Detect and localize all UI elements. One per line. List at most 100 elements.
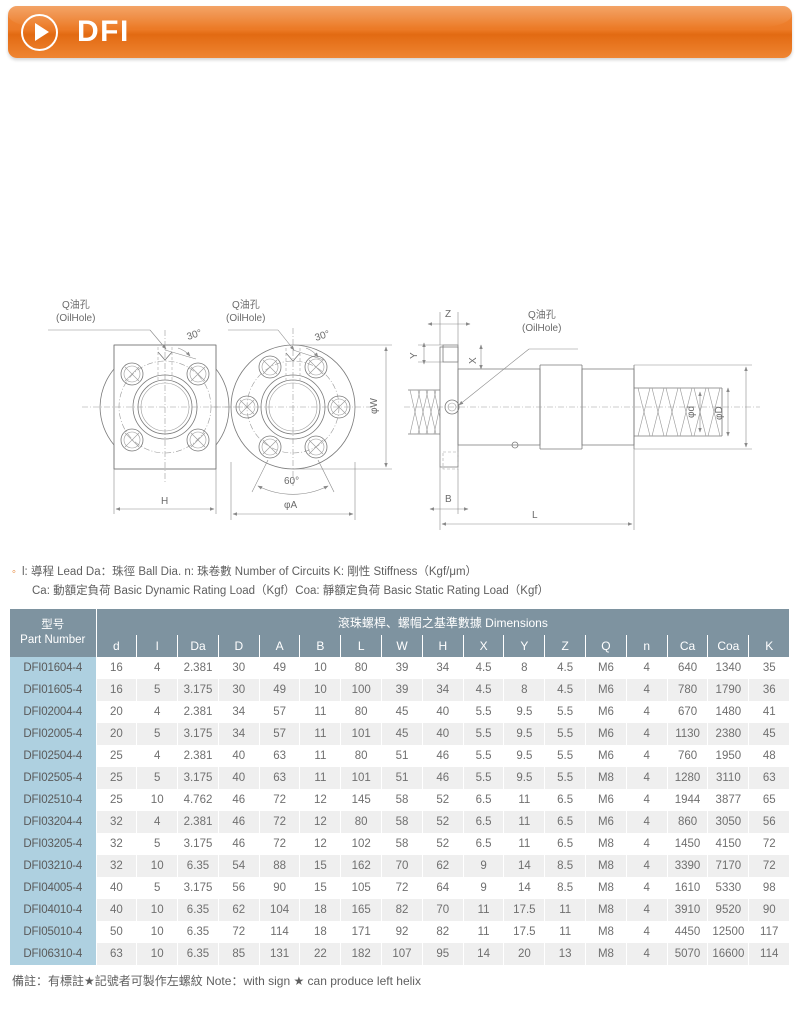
- column-header-da: Da: [177, 635, 219, 657]
- cell-d: 85: [218, 943, 260, 965]
- cell-a: 72: [259, 789, 301, 811]
- cell-x: 6.5: [463, 811, 505, 833]
- cell-b: 11: [299, 767, 342, 789]
- column-header-l: l: [136, 635, 179, 657]
- dimension-phiD-label: φD: [714, 406, 725, 420]
- cell-l: 165: [340, 899, 383, 921]
- cell-d: 62: [218, 899, 260, 921]
- cell-coa: 1950: [707, 745, 750, 767]
- cell-w: 58: [381, 833, 423, 855]
- cell-da: 4.762: [177, 789, 219, 811]
- cell-q: M8: [585, 943, 627, 965]
- column-header-d: d: [96, 635, 138, 657]
- cell-y: 14: [503, 855, 546, 877]
- cell-ca: 3390: [667, 855, 709, 877]
- banner-bar: DFI: [8, 6, 792, 58]
- cell-d: 25: [96, 767, 138, 789]
- oil-hole-label-cn-right: Q油孔: [528, 308, 556, 321]
- cell-q: M6: [585, 657, 627, 679]
- cell-ca: 1450: [667, 833, 709, 855]
- cell-da: 3.175: [177, 877, 219, 899]
- cell-coa: 1480: [707, 701, 750, 723]
- cell-d: 56: [218, 877, 260, 899]
- cell-a: 131: [259, 943, 301, 965]
- cell-d: 46: [218, 811, 260, 833]
- cell-d: 50: [96, 921, 138, 943]
- cell-q: M6: [585, 701, 627, 723]
- cell-l: 4: [136, 811, 179, 833]
- cell-l: 10: [136, 943, 179, 965]
- cell-l: 5: [136, 833, 179, 855]
- cell-k: 36: [748, 679, 791, 701]
- cell-coa: 16600: [707, 943, 750, 965]
- column-header-ll: L: [340, 635, 383, 657]
- cell-w: 51: [381, 767, 423, 789]
- cell-da: 2.381: [177, 701, 219, 723]
- legend-line-2: Ca: 動額定負荷 Basic Dynamic Rating Load（Kgf）…: [32, 585, 550, 597]
- cell-d: 46: [218, 833, 260, 855]
- cell-h: 70: [422, 899, 464, 921]
- cell-z: 5.5: [544, 723, 587, 745]
- oil-hole-label-en-left: (OilHole): [56, 313, 95, 324]
- cell-y: 17.5: [503, 921, 546, 943]
- cell-d: 34: [218, 723, 260, 745]
- column-header-h: H: [422, 635, 464, 657]
- cell-ca: 4450: [667, 921, 709, 943]
- cell-q: M6: [585, 723, 627, 745]
- column-header-w: W: [381, 635, 423, 657]
- cell-coa: 2380: [707, 723, 750, 745]
- cell-da: 6.35: [177, 899, 219, 921]
- column-header-y: Y: [503, 635, 546, 657]
- cell-da: 3.175: [177, 723, 219, 745]
- cell-da: 2.381: [177, 811, 219, 833]
- cell-a: 88: [259, 855, 301, 877]
- legend-line-1: l: 導程 Lead Da：珠徑 Ball Dia. n: 珠卷數 Number…: [22, 566, 478, 578]
- cell-l: 80: [340, 701, 383, 723]
- cell-n: 4: [626, 767, 668, 789]
- dimension-B-label: B: [445, 494, 452, 505]
- cell-a: 63: [259, 767, 301, 789]
- cell-q: M8: [585, 921, 627, 943]
- cell-y: 11: [503, 789, 546, 811]
- cell-coa: 1790: [707, 679, 750, 701]
- column-header-z: Z: [544, 635, 587, 657]
- view-middle-flange: 30° Q油孔 (OilHole) 60° φW φA: [212, 298, 392, 520]
- cell-h: 34: [422, 679, 464, 701]
- cell-b: 22: [299, 943, 342, 965]
- cell-x: 11: [463, 921, 505, 943]
- column-header-part-number: 型号 Part Number: [10, 609, 97, 657]
- cell-da: 2.381: [177, 745, 219, 767]
- cell-x: 4.5: [463, 657, 505, 679]
- cell-l: 80: [340, 811, 383, 833]
- cell-l: 101: [340, 723, 383, 745]
- screw-thread-right: [634, 387, 723, 437]
- cell-h: 62: [422, 855, 464, 877]
- cell-ca: 1130: [667, 723, 709, 745]
- cell-h: 52: [422, 811, 464, 833]
- cell-h: 64: [422, 877, 464, 899]
- cell-part-number: DFI03204-4: [10, 811, 97, 833]
- cell-w: 45: [381, 701, 423, 723]
- cell-ca: 670: [667, 701, 709, 723]
- play-arrow-triangle: [34, 23, 49, 41]
- cell-b: 18: [299, 899, 342, 921]
- cell-coa: 1340: [707, 657, 750, 679]
- cell-ca: 5070: [667, 943, 709, 965]
- cell-b: 11: [299, 701, 342, 723]
- cell-coa: 3050: [707, 811, 750, 833]
- cell-w: 39: [381, 657, 423, 679]
- cell-q: M8: [585, 877, 627, 899]
- oil-hole-label-cn-left: Q油孔: [62, 298, 90, 311]
- cell-part-number: DFI06310-4: [10, 943, 97, 965]
- oil-hole-label-cn-middle: Q油孔: [232, 298, 260, 311]
- cell-z: 8.5: [544, 877, 587, 899]
- cell-n: 4: [626, 679, 668, 701]
- cell-y: 11: [503, 811, 546, 833]
- cell-l: 5: [136, 679, 179, 701]
